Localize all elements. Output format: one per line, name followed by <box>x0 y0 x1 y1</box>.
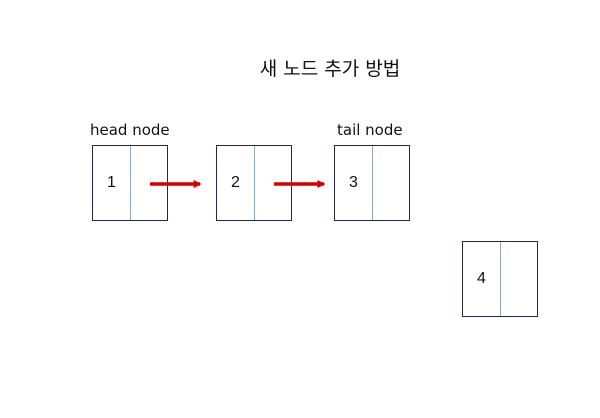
node-value: 1 <box>107 174 116 191</box>
linked-list-node-2: 2 <box>216 145 292 221</box>
linked-list-node-3: 3 <box>334 145 410 221</box>
node-value: 3 <box>349 174 358 191</box>
head-node-label: head node <box>90 121 170 139</box>
node-pointer-divider <box>500 242 501 316</box>
node-pointer-divider <box>130 146 131 220</box>
page-title: 새 노드 추가 방법 <box>259 58 401 80</box>
tail-node-label: tail node <box>337 121 403 139</box>
node-value: 2 <box>231 174 240 191</box>
linked-list-node-1: 1 <box>92 145 168 221</box>
new-node-4: 4 <box>462 241 538 317</box>
node-pointer-divider <box>254 146 255 220</box>
node-pointer-divider <box>372 146 373 220</box>
node-value: 4 <box>477 270 486 287</box>
